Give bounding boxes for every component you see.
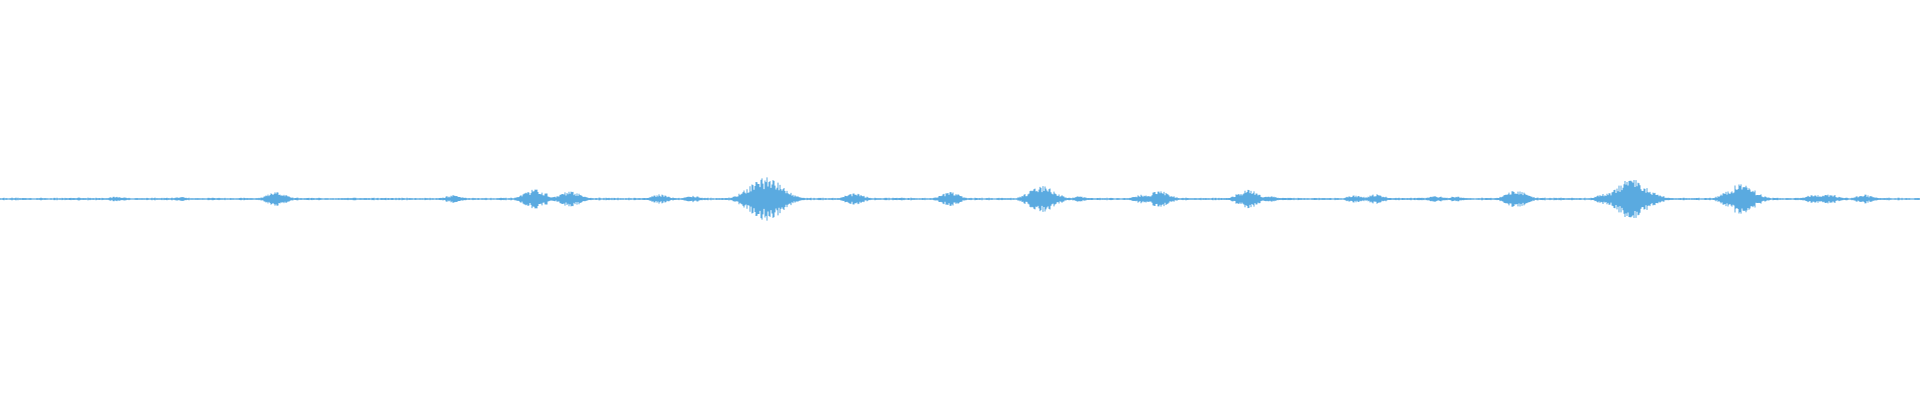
waveform-samples (0, 177, 1920, 221)
waveform-signal (0, 177, 1920, 221)
